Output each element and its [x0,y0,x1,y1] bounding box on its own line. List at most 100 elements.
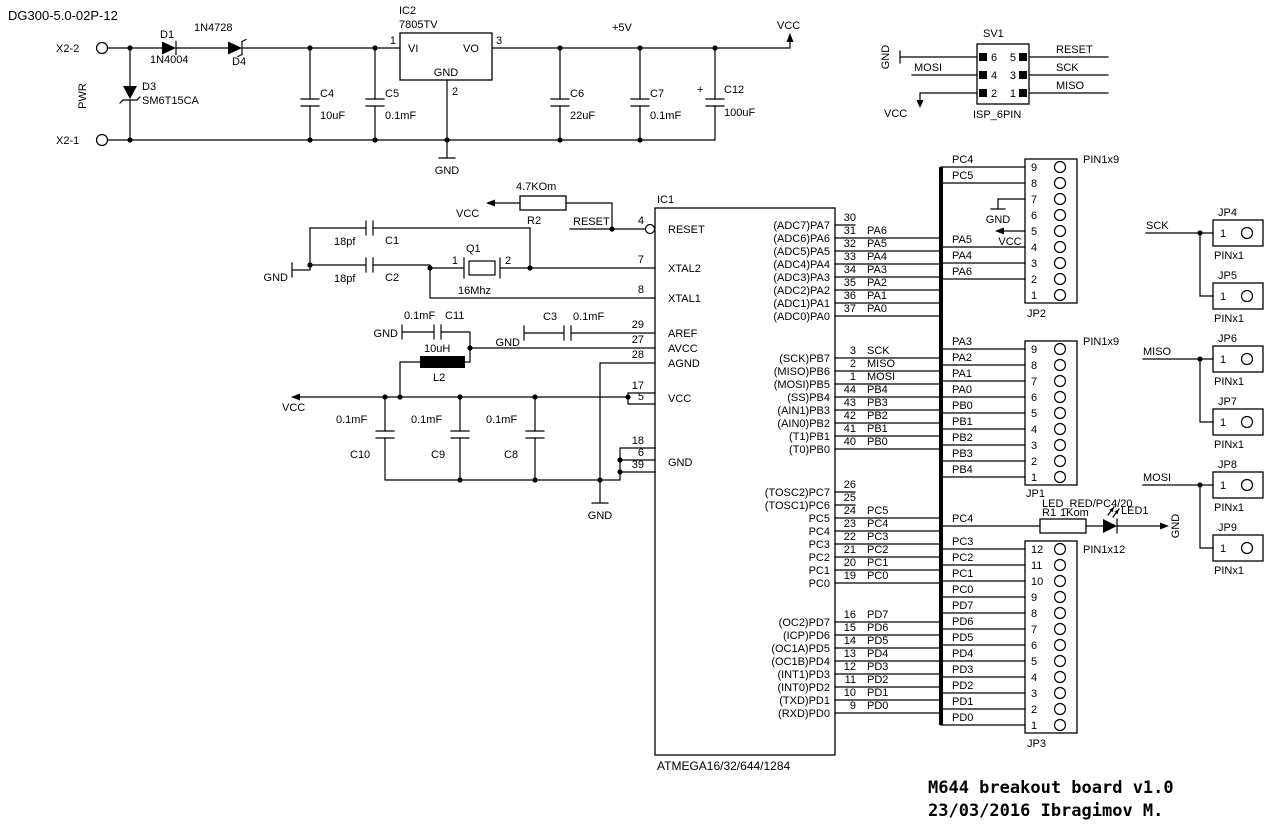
pin-number: 1 [1010,88,1016,100]
ref-label: D3 [142,81,156,93]
net-label: PB3 [952,448,973,460]
net-label: MISO [867,358,896,370]
pad-circle [1053,438,1067,452]
capacitor-plates [365,220,374,273]
pin-name: (OC2)PD7 [779,617,830,629]
pad-circle [1053,542,1067,556]
isp-connector: SV1 ISP_6PIN 6 4 2 5 3 1 GND MOSI VCC RE… [880,28,1109,121]
pin-number: 42 [844,410,856,422]
pin-number: 8 [1031,608,1037,620]
pin-number: 13 [844,648,856,660]
pin-number: 33 [844,251,856,263]
net-label: PB3 [867,397,888,409]
pin-name: (OC1B)PD4 [771,656,830,668]
pin-name: AREF [668,328,698,340]
pad-circle [1053,176,1067,190]
pin-number: 7 [1031,376,1037,388]
net-label: PA3 [952,336,972,348]
wire [899,50,1109,104]
connector-label: X2-1 [56,135,79,147]
net-label: PD5 [867,635,888,647]
pin-number: 25 [844,492,856,504]
net-label: PD4 [952,648,973,660]
ref-label: SV1 [983,28,1004,40]
connector-jp3: 12 11 10 9 8 7 6 5 4 3 2 1 PC3 PC2 PC1 P… [940,536,1125,750]
reset-circuit: 4.7KOm R2 VCC RESET [456,181,656,235]
pin-number: 41 [844,423,856,435]
net-label: LED_RED/PC4/20 [1042,498,1133,510]
pin-number: 32 [844,238,856,250]
pin-name: VCC [668,393,691,405]
reset-inversion-bubble [644,223,656,235]
ref-label: C8 [504,449,518,461]
pad-circle [1053,422,1067,436]
value-label: PINx1 [1214,502,1244,514]
net-label: PD1 [952,696,973,708]
net-label: GND [1170,514,1182,539]
pin-name: XTAL1 [668,293,701,305]
pin-name: VI [408,43,418,55]
pin-number: 12 [844,661,856,673]
net-label: GND [588,510,613,522]
pin-name: GND [668,457,693,469]
ref-label: C9 [431,449,445,461]
net-label: PC0 [952,584,973,596]
pin-number: 37 [844,303,856,315]
value-label: 0.1mF [573,311,604,323]
net-label: VCC [777,20,800,32]
net-label: VCC [282,402,305,414]
pin-number: 6 [1031,210,1037,222]
pin-number: 5 [1031,656,1037,668]
pad-circle [1053,702,1067,716]
ref-label: JP8 [1218,459,1237,471]
pin-number: 3 [850,345,856,357]
pin-name: (RXD)PD0 [778,708,830,720]
pin-name: (INT0)PD2 [777,682,830,694]
pin-number: 1 [1031,720,1037,732]
pin-name: (ADC6)PA6 [773,233,830,245]
vcc-arrow-icon [486,199,495,207]
pin-number: 4 [991,70,997,82]
net-label: PA2 [952,352,972,364]
led-emission-arrow-icon [1114,509,1119,515]
value-label: 0.1mF [336,414,367,426]
pin-number: 6 [991,52,997,64]
net-label: SCK [1146,220,1169,232]
pin-number: 2 [505,255,511,267]
net-label: PD4 [867,648,888,660]
connector-jp9: JP9 1 PINx1 [1212,522,1264,577]
pin-number: 10 [844,687,856,699]
net-label: PD0 [867,700,888,712]
pin-number: 27 [632,334,644,346]
pin-name: (T1)PB1 [789,431,830,443]
ref-label: C1 [385,235,399,247]
ref-label: JP9 [1218,522,1237,534]
net-label: PD6 [952,616,973,628]
net-label: PD7 [952,600,973,612]
pad-square [979,89,987,97]
pin-number: 18 [632,435,644,447]
pad-circle [1053,256,1067,270]
pin-number: 43 [844,397,856,409]
wire [299,392,656,481]
value-label: PINx1 [1214,250,1244,262]
net-label: PD6 [867,622,888,634]
value-label: 10uF [320,110,345,122]
pin-number: 4 [1031,672,1037,684]
net-label: PA5 [867,238,887,250]
pin-number: 5 [638,391,644,403]
pin-number: 28 [632,349,644,361]
analog-circuit: GND 0.1mF C11 C3 0.1mF GND 10uH L2 GND [374,310,656,522]
net-label: PD5 [952,632,973,644]
ref-label: C4 [320,88,334,100]
value-label: 0.1mF [486,414,517,426]
resistor-r2 [519,195,567,211]
wire [834,357,942,450]
net-label: PA1 [952,368,972,380]
pin-name: AGND [668,358,700,370]
net-label: GND [880,45,892,70]
wire [834,621,942,714]
board-title: M644 breakout board v1.0 [928,778,1174,798]
inductor-l2 [420,356,465,368]
value-label: 18pf [334,273,356,285]
